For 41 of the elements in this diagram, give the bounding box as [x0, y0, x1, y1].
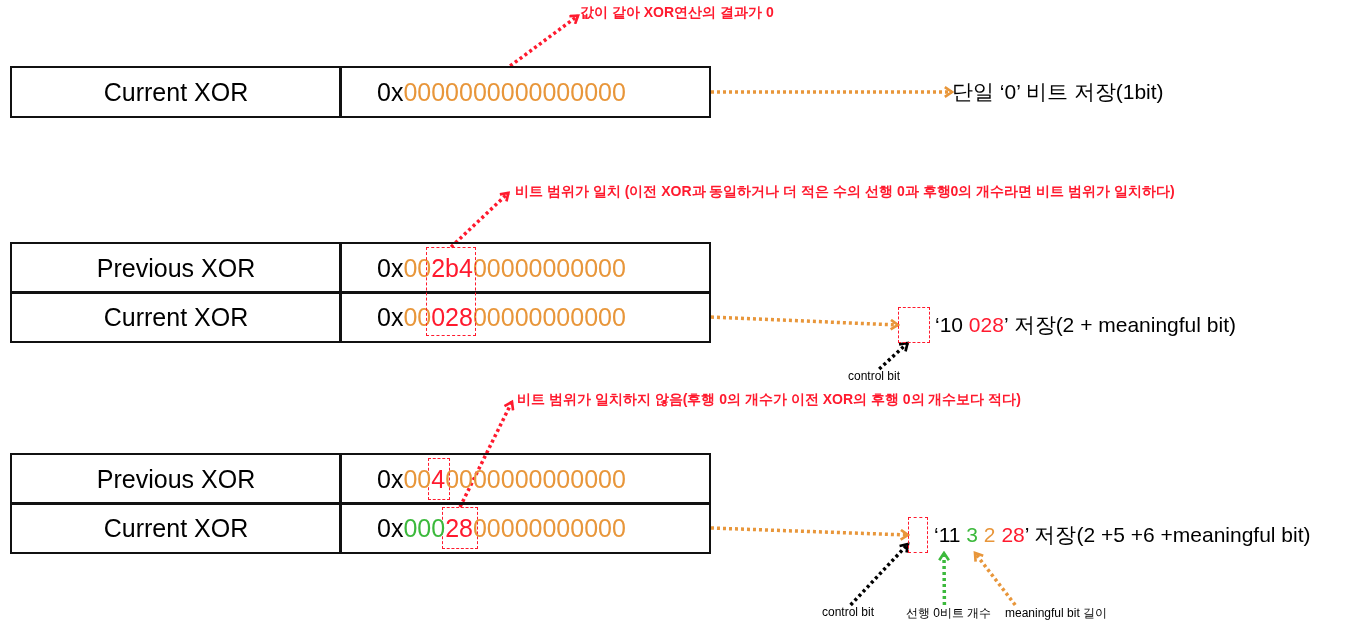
- table-cell: [339, 242, 711, 294]
- table-cell: [10, 453, 342, 505]
- callout-label: meaningful bit 길이: [1005, 605, 1108, 622]
- table-cell: [10, 291, 342, 343]
- leader-arrow: [878, 341, 909, 371]
- table-cell: [339, 291, 711, 343]
- callout-label: control bit: [848, 369, 901, 383]
- table-cell: [339, 502, 711, 554]
- hex-value-text: 0x002b400000000000: [377, 253, 626, 283]
- dotted-arrow: [711, 85, 954, 99]
- table-cell: [10, 502, 342, 554]
- annotation-text: 비트 범위가 일치 (이전 XOR과 동일하거나 더 적은 수의 선행 0과 후행0의 개수라면 비트 범위가 일치하다): [515, 183, 1175, 201]
- row-label: Current XOR: [103, 77, 249, 107]
- hex-value-text: 0x0002800000000000: [377, 302, 626, 332]
- table-cell: [339, 453, 711, 505]
- dotted-arrow: [449, 191, 510, 249]
- result-text: ‘10 028’ 저장(2 + meaningful bit): [935, 312, 1236, 338]
- result-text: 단일 ‘0’ 비트 저장(1bit): [952, 79, 1164, 105]
- table-cell: [339, 66, 711, 118]
- leader-arrow: [973, 551, 1017, 607]
- annotation-text: 비트 범위가 일치하지 않음(후행 0의 개수가 이전 XOR의 후행 0의 개수보다 적다): [517, 391, 1022, 409]
- dotted-arrow: [710, 315, 900, 331]
- highlight-frame: [908, 517, 928, 553]
- hex-value-text: 0x0040000000000000: [377, 464, 626, 494]
- row-label: Previous XOR: [96, 253, 256, 283]
- hex-value-text: 0x0002800000000000: [377, 513, 626, 543]
- leader-arrow: [937, 551, 951, 605]
- row-label: Current XOR: [103, 302, 249, 332]
- callout-label: 선행 0비트 개수: [906, 605, 992, 622]
- table-cell: [10, 66, 342, 118]
- dotted-arrow: [509, 14, 580, 68]
- callout-label: control bit: [822, 605, 875, 619]
- annotation-text: 값이 같아 XOR연산의 결과가 0: [580, 4, 774, 22]
- leader-arrow: [849, 542, 910, 607]
- result-text: ‘11 3 2 28’ 저장(2 +5 +6 +meaningful bit): [934, 522, 1311, 548]
- row-label: Current XOR: [103, 513, 249, 543]
- hex-value-text: 0x0000000000000000: [377, 77, 626, 107]
- table-cell: [10, 242, 342, 294]
- dotted-arrow: [710, 526, 910, 541]
- row-label: Previous XOR: [96, 464, 256, 494]
- highlight-frame: [898, 307, 930, 343]
